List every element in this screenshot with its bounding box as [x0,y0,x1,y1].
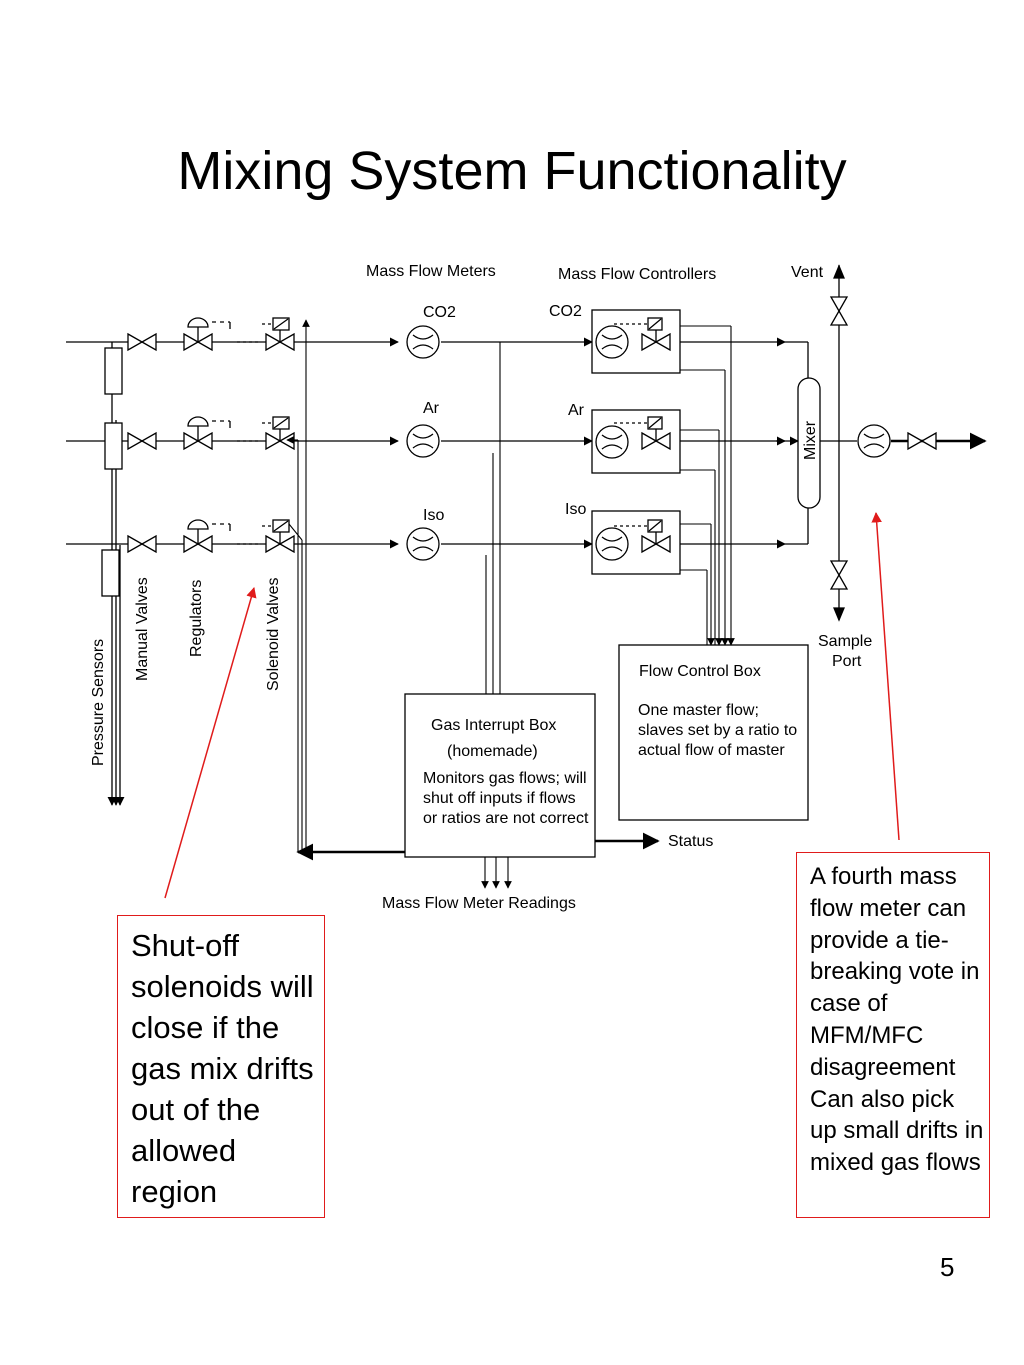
vent-arrow-icon [833,264,845,279]
mass-flow-meter-co2-arc-top [412,334,434,340]
solenoid-actuator-diag-co2 [273,318,289,330]
pressure-sensor-co2 [104,347,123,395]
mass-flow-meters-header: Mass Flow Meters [366,263,496,280]
mfm-label-iso: Iso [423,507,445,524]
solenoid-actuator-diag-ar [273,417,289,429]
mass-flow-controllers-header: Mass Flow Controllers [558,266,717,283]
mfc-actuator-diag-iso [648,520,662,532]
mfc-label-ar: Ar [568,402,584,419]
right-callout-arrow [871,511,900,841]
regulator-dome-iso [187,519,209,530]
mass-flow-meter-ar [406,424,440,458]
regulators-label: Regulators [188,579,205,657]
left-callout-arrow [164,586,257,899]
mfc-actuator-diag-ar [648,417,662,429]
left-callout-text: Shut-off solenoids will close if the gas… [131,928,314,1209]
mfc-meter-iso-arc-bottom [601,546,623,552]
mass-flow-meter-co2-arc-bottom [412,344,434,350]
gas-interrupt-box-title: Gas Interrupt Box [431,717,557,734]
manual-valves-label: Manual Valves [134,577,151,681]
right-callout-text: A fourth mass flow meter can provide a t… [810,863,984,1177]
status-label: Status [668,833,714,850]
slide-title: Mixing System Functionality [177,141,847,201]
mass-flow-meter-iso-arc-bottom [412,546,434,552]
vent-label: Vent [791,264,824,281]
flow-control-box-description: One master flow; slaves set by a ratio t… [638,702,798,759]
mass-flow-meter-readings-label: Mass Flow Meter Readings [382,895,576,912]
mass-flow-meter-iso [406,527,440,561]
page-number: 5 [940,1252,955,1282]
mfc-meter-co2-arc-bottom [601,344,623,350]
mfc-actuator-diag-co2 [648,318,662,330]
mixer-vessel [797,377,821,509]
gas-interrupt-box-description: Monitors gas flows; will shut off inputs… [423,770,589,827]
solenoid-actuator-diag-iso [273,520,289,532]
mfc-meter-iso-arc-top [601,536,623,542]
vent-valve [829,296,849,326]
regulator-dome-ar [187,416,209,427]
right-callout-box [796,852,990,1218]
shutoff-iso-tap [288,523,303,541]
output-valve [907,431,937,451]
mfc-meter-ar [595,425,629,459]
regulator-dome-co2 [187,317,209,328]
mfc-meter-ar-arc-bottom [601,444,623,450]
mass-flow-meter-ar-arc-top [412,433,434,439]
fourth-mass-flow-meter-arc-top [863,433,885,439]
fourth-mass-flow-meter [857,424,891,458]
flow-control-box-title: Flow Control Box [639,663,761,680]
mass-flow-meter-iso-arc-top [412,536,434,542]
sample-port-label-line2: Port [832,653,862,670]
sample-arrow-icon [833,607,845,622]
solenoid-valves-label: Solenoid Valves [265,577,282,691]
pressure-sensor-ar [104,422,123,470]
manual-valve-ar [127,431,157,451]
mfm-label-co2: CO2 [423,304,456,321]
sample-valve [829,560,849,590]
manual-valve-co2 [127,332,157,352]
fourth-mass-flow-meter-arc-bottom [863,443,885,449]
mfc-meter-ar-arc-top [601,434,623,440]
mfc-meter-co2-arc-top [601,334,623,340]
mfc-label-co2: CO2 [549,303,582,320]
manual-valve-iso [127,534,157,554]
mass-flow-meter-ar-arc-bottom [412,443,434,449]
pressure-sensors-label: Pressure Sensors [90,638,107,766]
left-callout-box [117,915,325,1218]
sample-port-label-line1: Sample [818,633,873,650]
pressure-sensor-iso [101,549,120,597]
mfc-meter-iso [595,527,629,561]
gas-interrupt-box-subtitle: (homemade) [447,743,538,760]
mfm-label-ar: Ar [423,400,439,417]
mfc-meter-co2 [595,325,629,359]
mixer-label: Mixer [802,420,819,460]
mfc-label-iso: Iso [565,501,587,518]
mass-flow-meter-co2 [406,325,440,359]
